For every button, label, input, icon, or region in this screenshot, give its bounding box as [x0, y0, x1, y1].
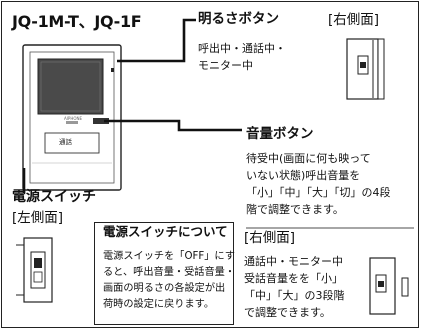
brand-logo: AIPHONE	[64, 116, 83, 121]
outer-border	[1, 1, 419, 328]
brightness-button-desc: 呼出中・通話中・ モニター中	[198, 42, 286, 72]
volume-button-desc: 待受中(画面に何も映って いない状態)呼出音量を 「小」「中」「大」「切」の4段…	[246, 152, 391, 216]
brightness-button-title: 明るさボタン	[198, 11, 279, 27]
note-body: 電源スイッチを「OFF」にす ると、呼出音量・受話音量・ 画面の明るさの各設定が…	[103, 251, 236, 310]
model-name: JQ-1M-T、JQ-1F	[12, 12, 142, 31]
right-side-top-label: [右側面]	[328, 12, 380, 28]
right-side-top-icon	[346, 38, 385, 100]
left-side-label: [左側面]	[12, 210, 64, 226]
note-box	[94, 222, 234, 325]
talk-button-label: 通話	[59, 138, 72, 146]
power-switch-title: 電源スイッチ	[12, 189, 96, 205]
right-side-bottom-label: [右側面]	[244, 230, 296, 246]
right-side-bottom-desc: 通話中・モニター中 受話音量をを「小」 「中」「大」の3段階 で調整できます。	[244, 255, 345, 319]
intercom-front	[22, 44, 122, 191]
note-title: 電源スイッチについて	[103, 224, 228, 239]
right-side-bottom-icon	[369, 257, 409, 315]
left-side-icon	[16, 237, 53, 303]
volume-button-title: 音量ボタン	[246, 126, 314, 142]
